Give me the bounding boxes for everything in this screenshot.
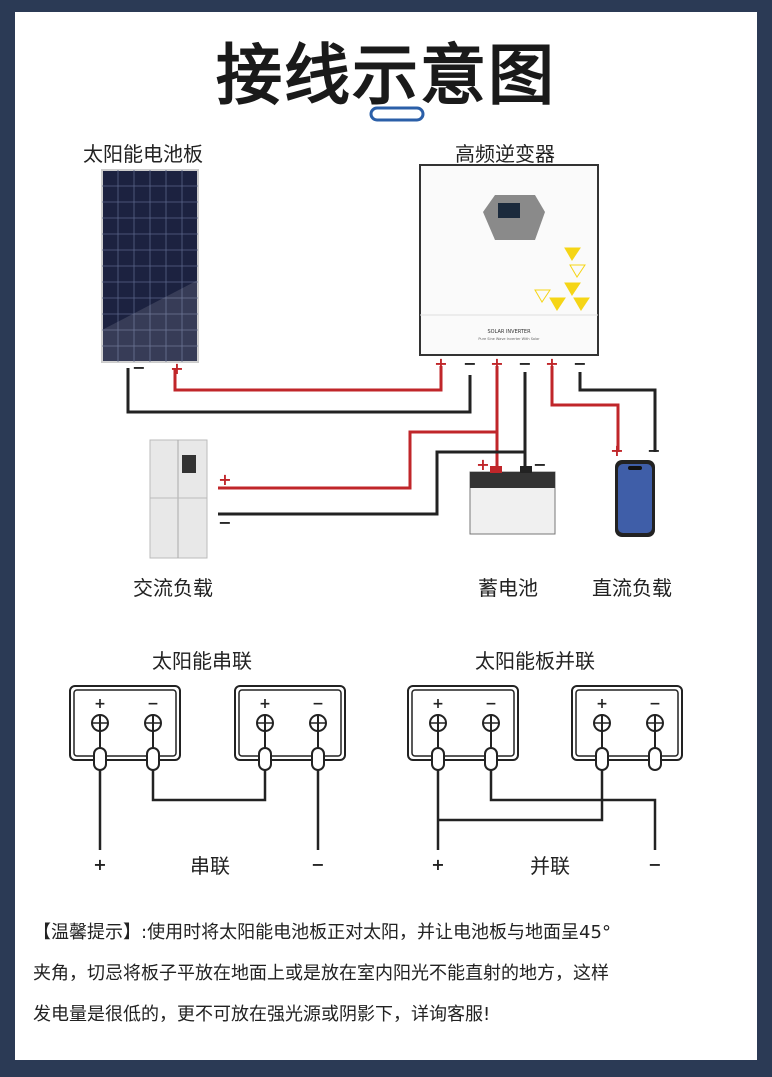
ac-load-label: 交流负载	[133, 576, 213, 600]
plus-sign: +	[218, 470, 231, 489]
panel-box-inner	[73, 689, 177, 757]
plus-sign: +	[170, 359, 183, 378]
minus-sign: −	[218, 513, 231, 532]
minus-sign: −	[312, 696, 324, 712]
plus-sign: +	[596, 696, 608, 712]
panel-box-inner	[238, 689, 342, 757]
connector-icon	[595, 747, 609, 771]
phone-image	[615, 460, 655, 537]
plus-sign: +	[476, 455, 489, 474]
minus-sign: −	[533, 455, 546, 474]
battery-label: 蓄电池	[478, 576, 538, 600]
ac-negative-wire	[218, 450, 525, 516]
inverter-label: 高频逆变器	[455, 142, 555, 166]
minus-sign: −	[573, 354, 586, 373]
plus-sign: +	[94, 696, 106, 712]
plus-sign: +	[431, 855, 444, 874]
tip-line-1: 【温馨提示】:使用时将太阳能电池板正对太阳，并让电池板与地面呈45°	[33, 922, 611, 943]
series-label: 串联	[190, 854, 230, 878]
panel-box	[234, 685, 346, 761]
connection-wire	[489, 770, 657, 850]
fridge-image	[149, 439, 208, 559]
panel-positive-wire	[173, 366, 443, 392]
panel-box	[69, 685, 181, 761]
battery-image	[469, 466, 556, 535]
connector-icon	[431, 747, 445, 771]
panel-box-inner	[575, 689, 679, 757]
minus-sign: −	[463, 354, 476, 373]
minus-sign: −	[311, 855, 324, 874]
tip-line-2: 夹角，切忌将板子平放在地面上或是放在室内阳光不能直射的地方，这样	[33, 963, 609, 984]
dc-negative-wire	[578, 372, 657, 452]
minus-sign: −	[649, 696, 661, 712]
connector-icon	[648, 747, 662, 771]
connection-wire	[438, 770, 604, 822]
page-title: 接线示意图	[216, 37, 556, 114]
plus-sign: +	[610, 441, 623, 460]
connector-icon	[146, 747, 160, 771]
panel-box	[407, 685, 519, 761]
inverter-brand: SOLAR INVERTER	[487, 329, 531, 335]
parallel-label: 并联	[530, 854, 570, 878]
minus-sign: −	[132, 358, 145, 377]
panel-connection-diagrams: + − + − + − + − + − + −	[69, 685, 683, 874]
tip-line-3: 发电量是很低的，更不可放在强光源或阴影下，详询客服!	[33, 1004, 491, 1025]
inverter-image: SOLAR INVERTER Pure Sine Wave Inverter W…	[419, 164, 599, 356]
parallel-title: 太阳能板并联	[475, 649, 595, 673]
plus-sign: +	[93, 855, 106, 874]
connection-wire	[151, 770, 267, 802]
plus-sign: +	[490, 354, 503, 373]
panel-negative-wire	[126, 368, 472, 414]
minus-sign: −	[647, 441, 660, 460]
ac-positive-wire	[218, 430, 497, 490]
connector-icon	[258, 747, 272, 771]
connector-icon	[484, 747, 498, 771]
minus-sign: −	[147, 696, 159, 712]
dc-positive-wire	[550, 366, 620, 452]
plus-sign: +	[434, 354, 447, 373]
series-title: 太阳能串联	[152, 649, 252, 673]
minus-sign: −	[485, 696, 497, 712]
minus-sign: −	[518, 354, 531, 373]
title-underline	[369, 106, 425, 122]
panel-box	[571, 685, 683, 761]
plus-sign: +	[432, 696, 444, 712]
solar-panel-label: 太阳能电池板	[83, 142, 203, 166]
solar-panel-image	[101, 169, 199, 363]
inverter-subtitle: Pure Sine Wave Inverter With Solar	[478, 337, 540, 341]
panel-box-inner	[411, 689, 515, 757]
connector-icon	[93, 747, 107, 771]
connector-icon	[311, 747, 325, 771]
minus-sign: −	[648, 855, 661, 874]
plus-sign: +	[545, 354, 558, 373]
dc-load-label: 直流负载	[592, 576, 672, 600]
plus-sign: +	[259, 696, 271, 712]
